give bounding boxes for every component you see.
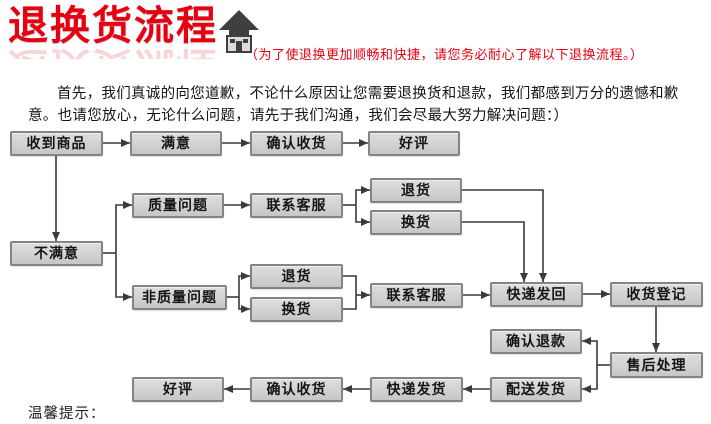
header: 退换货流程 退换货流程 <box>8 4 218 59</box>
flow-node-return-goods-2: 退货 <box>250 264 343 289</box>
flow-node-contact-service-2: 联系客服 <box>370 283 463 308</box>
flow-node-return-goods-1: 退货 <box>370 178 462 203</box>
arrowhead-icon <box>463 385 472 393</box>
intro-paragraph: 首先，我们真诚的向您道歉，不论什么原因让您需要退换货和退款，我们都感到万分的遗憾… <box>28 86 679 124</box>
flow-node-received-goods: 收到商品 <box>10 131 103 156</box>
arrowhead-icon <box>241 201 250 209</box>
flow-node-not-satisfied: 不满意 <box>10 241 103 266</box>
arrowhead-icon <box>121 139 130 147</box>
flow-node-satisfied: 满意 <box>130 131 222 156</box>
flow-edge-return-goods-1-to-express-send-back <box>462 189 544 282</box>
arrowhead-icon <box>359 139 368 147</box>
flow-node-good-review-2: 好评 <box>132 377 224 402</box>
flow-node-quality-problem: 质量问题 <box>132 193 224 218</box>
flow-node-exchange-goods-1: 换货 <box>370 210 462 235</box>
arrowhead-icon <box>52 232 60 241</box>
flow-node-confirm-receipt-2: 确认收货 <box>250 377 343 402</box>
flow-node-after-sales-processing: 售后处理 <box>610 352 703 378</box>
flow-edge-return-goods-2-to-exchange-goods-2 <box>343 275 357 310</box>
flow-edge-exchange-goods-1-to-express-send-back <box>462 221 525 282</box>
arrowhead-icon <box>481 291 490 299</box>
flow-node-express-send-back: 快递发回 <box>490 282 583 307</box>
arrowhead-icon <box>582 337 591 345</box>
arrowhead-icon <box>520 273 528 282</box>
flow-node-non-quality-problem: 非质量问题 <box>132 285 227 310</box>
flow-edge-junction-to-non-quality-problem <box>115 253 132 298</box>
flow-edge-junction-to-dispatch-shipment <box>582 365 598 390</box>
flow-edge-junction-to-return-goods-2 <box>238 275 250 297</box>
arrowhead-icon <box>652 343 660 352</box>
arrowhead-icon <box>241 272 250 280</box>
flow-node-express-shipment: 快递发货 <box>370 377 463 402</box>
arrowhead-icon <box>123 201 132 209</box>
page-title: 退换货流程 <box>8 4 218 48</box>
arrowhead-icon <box>241 305 250 313</box>
flow-edge-junction-to-confirm-refund <box>582 340 598 365</box>
flow-node-receipt-registration: 收货登记 <box>610 282 703 307</box>
flow-node-good-review-1: 好评 <box>368 131 460 156</box>
header-subtitle: （为了使退换更加顺畅和快捷，请您务必耐心了解以下退换流程。） <box>245 47 644 62</box>
arrowhead-icon <box>361 291 370 299</box>
tip-label: 温馨提示： <box>28 406 106 422</box>
arrowhead-icon <box>343 385 352 393</box>
arrowhead-icon <box>601 290 610 298</box>
arrowhead-icon <box>123 293 132 301</box>
flow-node-contact-service-1: 联系客服 <box>250 193 343 218</box>
flow-node-exchange-goods-2: 换货 <box>250 297 343 322</box>
flow-edge-junction-to-quality-problem <box>115 204 132 253</box>
arrowhead-icon <box>582 385 591 393</box>
arrowhead-icon <box>224 385 233 393</box>
flow-node-confirm-receipt-1: 确认收货 <box>250 131 343 156</box>
flow-node-confirm-refund: 确认退款 <box>490 329 582 354</box>
arrowhead-icon <box>361 186 370 194</box>
arrowhead-icon <box>539 273 547 282</box>
arrowhead-icon <box>241 139 250 147</box>
arrowhead-icon <box>361 218 370 226</box>
flow-node-dispatch-shipment: 配送发货 <box>490 377 582 402</box>
